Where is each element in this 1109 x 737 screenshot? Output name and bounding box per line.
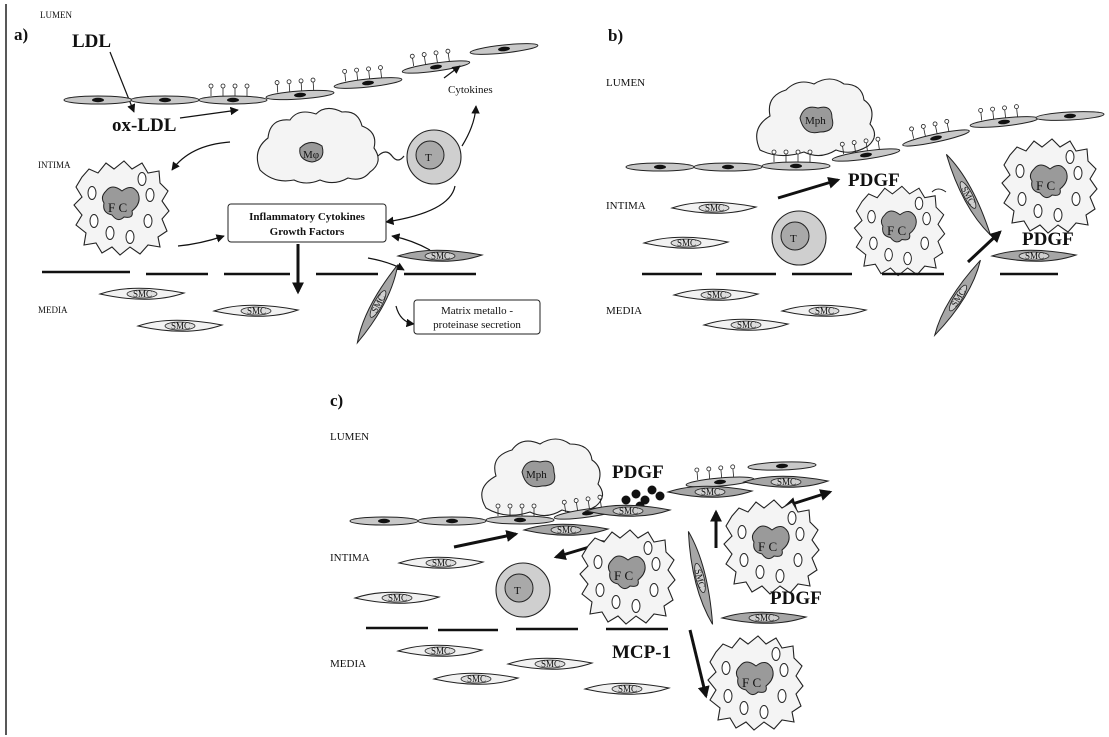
oxldl-up-arrow — [180, 110, 238, 118]
foamcell-b1-label: F C — [887, 223, 906, 238]
cytokines-label: Cytokines — [448, 84, 493, 96]
cytokines-box-line1: Inflammatory Cytokines — [249, 211, 366, 223]
panel-c-media-label: MEDIA — [330, 658, 366, 670]
tcell-c-label: T — [514, 585, 521, 597]
panel-a-letter: a) — [14, 25, 28, 44]
smc-c-5-label: SMC — [755, 613, 774, 623]
smc-c-1-label: SMC — [557, 525, 576, 535]
pdgf-c2-label: PDGF — [770, 588, 822, 609]
smc-to-box-arrow — [392, 236, 430, 250]
tcell-c — [496, 563, 550, 617]
smc-b-media-2-label: SMC — [815, 306, 834, 316]
smc-c-vertical: SMC — [683, 530, 717, 626]
pdgf-arrow-c1 — [454, 534, 516, 547]
tcell-b-label: T — [790, 233, 797, 245]
panel-c-lumen-label: LUMEN — [330, 431, 369, 443]
smc-c-media-4-label: SMC — [618, 684, 637, 694]
foamcell-to-box-arrow — [178, 236, 224, 246]
macrophage-b: Mph — [757, 79, 875, 156]
macrophage-c: Mph — [482, 439, 603, 516]
oxldl-to-foamcell-arrow — [172, 142, 230, 170]
tcell-to-box-arrow — [386, 186, 455, 222]
foamcell-a-label: F C — [108, 200, 127, 215]
pdgf-arrow-b1 — [778, 180, 838, 198]
smc-c-4-label: SMC — [777, 477, 796, 487]
smc-c-media-2-label: SMC — [541, 659, 560, 669]
smc-a-media-1-label: SMC — [133, 289, 152, 299]
panel-a: a) LUMEN LDL ox-LDL Cytokines INTIMA Mφ … — [14, 10, 540, 345]
pdgf-arrow-b2 — [968, 232, 1000, 262]
smc-b-intima-3-label: SMC — [1025, 251, 1044, 261]
elastic-lamina-a — [42, 272, 476, 274]
mcp1-arrow — [690, 630, 706, 696]
smc-c-media-3-label: SMC — [467, 674, 486, 684]
smc-b-migrating: SMC — [930, 258, 986, 338]
smc-b-media-3-label: SMC — [737, 320, 756, 330]
tcell-a — [407, 130, 461, 184]
box-to-smc-arrow — [368, 258, 404, 270]
panel-b-letter: b) — [608, 26, 623, 45]
cytokines-box-line2: Growth Factors — [270, 226, 345, 238]
smc-b-vertical: SMC — [942, 152, 995, 238]
smc-b-media-1-label: SMC — [707, 290, 726, 300]
panel-b-lumen-label: LUMEN — [606, 77, 645, 89]
foamcell-c3-label: F C — [742, 675, 761, 690]
elastic-lamina-c — [366, 628, 668, 630]
smc-a-media-2-label: SMC — [247, 306, 266, 316]
smc-c-2-label: SMC — [619, 506, 638, 516]
panel-b-intima-label: INTIMA — [606, 200, 646, 212]
panel-b-media-label: MEDIA — [606, 305, 642, 317]
smc-b-intima-2-label: SMC — [677, 238, 696, 248]
tcell-to-cytokines-arrow — [462, 106, 476, 146]
macrophage-c-label: Mph — [526, 469, 547, 481]
macrophage-b-label: Mph — [805, 115, 826, 127]
smc-c-intima-1-label: SMC — [432, 558, 451, 568]
mmp-box-line2: proteinase secretion — [433, 319, 521, 331]
panel-a-media-label: MEDIA — [38, 305, 68, 315]
mmp-box-line1: Matrix metallo - — [441, 305, 513, 317]
tcell-b — [772, 211, 826, 265]
foamcell-c2-label: F C — [758, 539, 777, 554]
foamcell-b2-label: F C — [1036, 178, 1055, 193]
smc-c-intima-2-label: SMC — [388, 593, 407, 603]
smc-b-intima-1-label: SMC — [705, 203, 724, 213]
panel-b: b) LUMEN Mph INTIMA PDGF SMC SMC T F C — [606, 26, 1104, 338]
panel-c: c) LUMEN Mph PDGF SMC SMC SM — [330, 391, 830, 730]
pdgf-receptor-b — [932, 189, 946, 192]
smc-a-intima-label: SMC — [431, 251, 450, 261]
panel-a-lumen-label: LUMEN — [40, 10, 72, 20]
panel-c-intima-label: INTIMA — [330, 552, 370, 564]
mcp1-label: MCP-1 — [612, 642, 671, 663]
smc-c-media-1-label: SMC — [431, 646, 450, 656]
smc-c-vertical-label: SMC — [693, 568, 707, 589]
pdgf-c1-label: PDGF — [612, 462, 664, 483]
pdgf-b1-label: PDGF — [848, 170, 900, 191]
smc-to-mmp-arrow — [396, 306, 414, 324]
smc-a-media-3-label: SMC — [171, 321, 190, 331]
pdgf-b2-label: PDGF — [1022, 229, 1074, 250]
ldl-label: LDL — [72, 31, 111, 52]
oxldl-label: ox-LDL — [112, 115, 176, 136]
panel-c-letter: c) — [330, 391, 343, 410]
foamcell-c1-label: F C — [614, 568, 633, 583]
smc-c-3-label: SMC — [701, 487, 720, 497]
macrophage-a-label: Mφ — [303, 149, 319, 161]
tcell-a-label: T — [425, 152, 432, 164]
mph-t-contact — [378, 152, 404, 160]
panel-a-intima-label: INTIMA — [38, 160, 71, 170]
